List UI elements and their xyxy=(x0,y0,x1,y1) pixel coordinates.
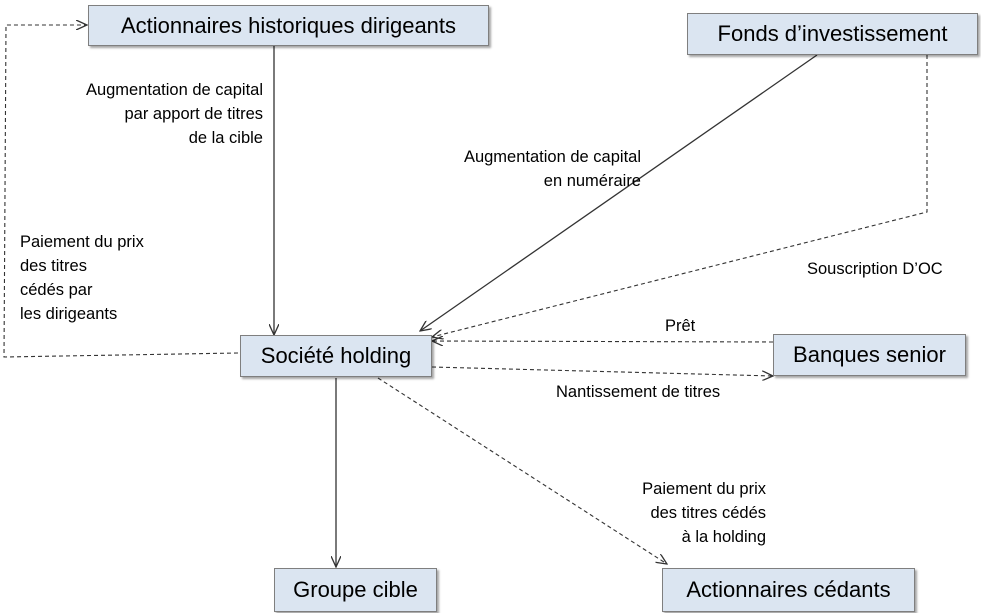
label-price-payment-managers: Paiement du prix des titres cédés par le… xyxy=(20,233,144,323)
label-loan: Prêt xyxy=(665,317,696,335)
label-price-payment-holding: Paiement du prix des titres cédés à la h… xyxy=(642,480,766,546)
label-capital-cash: Augmentation de capital en numéraire xyxy=(463,148,641,190)
label-oc-subscription: Souscription D’OC xyxy=(807,260,943,278)
arrow-price-payment-holding xyxy=(377,377,667,564)
node-senior-banks: Banques senior xyxy=(773,334,966,376)
node-investment-fund: Fonds d’investissement xyxy=(687,13,978,55)
arrow-oc-subscription xyxy=(432,55,928,337)
label-share-pledge: Nantissement de titres xyxy=(556,383,721,401)
node-historic-shareholders: Actionnaires historiques dirigeants xyxy=(88,5,489,46)
node-holding: Société holding xyxy=(240,335,432,377)
node-selling-shareholders: Actionnaires cédants xyxy=(662,568,915,612)
node-target-group: Groupe cible xyxy=(274,568,437,612)
arrow-loan xyxy=(432,341,774,342)
arrow-share-pledge xyxy=(431,366,773,376)
arrow-capital-cash xyxy=(420,54,818,331)
label-capital-contribution: Augmentation de capital par apport de ti… xyxy=(85,81,263,147)
arrow-price-payment-managers xyxy=(3,25,239,358)
